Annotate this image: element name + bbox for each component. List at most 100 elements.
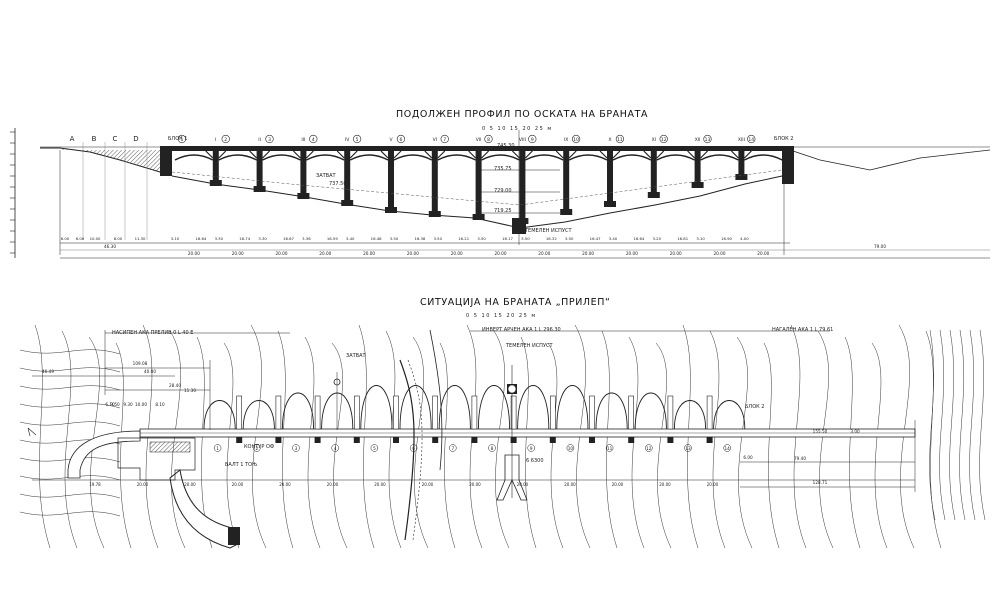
dim-row1-value: 16.21 bbox=[458, 236, 469, 241]
profile-pier bbox=[212, 151, 219, 184]
plan-dim-left: 8.10 bbox=[155, 402, 165, 407]
profile-pier bbox=[431, 151, 438, 215]
pier-footing bbox=[560, 209, 573, 215]
abutment-letter-D: D bbox=[133, 135, 138, 143]
plan-dim-bottom: 20.00 bbox=[279, 482, 291, 487]
abutment-letter-B: B bbox=[92, 135, 97, 143]
profile-pier bbox=[738, 151, 745, 178]
dim-row2-value: 20.00 bbox=[714, 251, 726, 256]
pier-footing bbox=[428, 211, 441, 217]
dim-row1-value: 3.50 bbox=[565, 236, 574, 241]
contour-line bbox=[898, 324, 915, 549]
profile-arch bbox=[744, 154, 783, 161]
profile-pier bbox=[607, 151, 613, 205]
dim-row1-value: 16.32 bbox=[546, 236, 557, 241]
plan-arch-number: 12 bbox=[646, 446, 652, 451]
block-left-label: БЛОК 1 bbox=[168, 136, 188, 142]
plan-buttress-foot bbox=[432, 437, 439, 443]
arch-number: 2 bbox=[224, 137, 227, 143]
dim-row2-value: 20.00 bbox=[538, 251, 550, 256]
dim-row1-value: 16.81 bbox=[677, 236, 688, 241]
dim-row2-value: 20.00 bbox=[670, 251, 682, 256]
plan-buttress bbox=[471, 395, 478, 430]
profile-arch bbox=[700, 154, 739, 161]
plan-buttress-foot bbox=[706, 437, 713, 443]
plan-arch-marker bbox=[331, 444, 339, 452]
dim-row1-value: 16.64 bbox=[633, 236, 644, 241]
contour-line bbox=[19, 367, 121, 373]
arch-number: 4 bbox=[312, 137, 315, 143]
pier-numeral: IV bbox=[345, 137, 350, 143]
plan-arch-number: 1 bbox=[216, 446, 219, 451]
elevation-3: 719.25 bbox=[494, 208, 512, 214]
contour-line bbox=[871, 342, 888, 549]
dim-row1-value: 3.30 bbox=[258, 236, 267, 241]
plan-dim-bottom: 20.00 bbox=[659, 482, 671, 487]
contour-line bbox=[19, 349, 121, 355]
arch-number: 7 bbox=[443, 137, 446, 143]
dim-row1-value: 8.00 bbox=[114, 236, 123, 241]
plan-buttress-foot bbox=[275, 437, 282, 443]
contour-line bbox=[929, 329, 936, 521]
dim-row1-value: 16.48 bbox=[371, 236, 382, 241]
plan-arch-marker bbox=[253, 444, 261, 452]
plan-arch-number: 7 bbox=[451, 446, 454, 451]
dim-row2-value: 20.00 bbox=[495, 251, 507, 256]
profile-arch bbox=[437, 154, 476, 161]
plan-dim-bottom: 20.00 bbox=[137, 482, 149, 487]
plan-dim-left: 6.10 bbox=[105, 402, 115, 407]
plan-arch-number: 2 bbox=[255, 446, 258, 451]
dim-row1-value: 16.74 bbox=[239, 236, 250, 241]
profile-pier bbox=[256, 151, 263, 190]
plan-buttresses bbox=[236, 395, 713, 443]
profile-title: ПОДОЛЖЕН ПРОФИЛ ПО ОСКАТА НА БРАНАТА bbox=[396, 109, 649, 120]
dim-row1-value: 6.00 bbox=[61, 236, 70, 241]
dim-row1-value: 3.30 bbox=[215, 236, 224, 241]
dim-row2-value: 20.00 bbox=[188, 251, 200, 256]
profile-arch bbox=[568, 154, 608, 161]
contour-line bbox=[979, 329, 986, 521]
plan-buttress-foot bbox=[667, 437, 674, 443]
plan-arch-number: 10 bbox=[568, 446, 574, 451]
plan-arch bbox=[281, 392, 315, 430]
plan-buttress-foot bbox=[353, 437, 360, 443]
pier-numeral: XII bbox=[695, 137, 701, 143]
pier-footing bbox=[341, 200, 354, 206]
plan-right-axis-label: НАГАЛЕН АКА 1 L 79.61 bbox=[772, 327, 834, 333]
profile-pier bbox=[650, 151, 657, 196]
plan-dim-left: 9.50 bbox=[110, 402, 120, 407]
contour-line bbox=[19, 493, 121, 499]
plan-buttress-foot bbox=[628, 437, 635, 443]
contour-line bbox=[412, 336, 429, 549]
plan-dim-bottom: 19.78 bbox=[89, 482, 101, 487]
plan-arch-marker bbox=[645, 444, 653, 452]
plan-dim-left: 109.08 bbox=[133, 361, 148, 366]
plan-dim-left: 11.30 bbox=[184, 388, 196, 393]
dim-row1-value: 16.59 bbox=[327, 236, 338, 241]
plan-buttress bbox=[353, 395, 360, 430]
contour-line bbox=[19, 385, 121, 391]
contour-line bbox=[142, 324, 159, 549]
plan-arch-marker bbox=[292, 444, 300, 452]
plan-arch bbox=[556, 385, 589, 430]
plan-arch bbox=[477, 385, 511, 430]
arch-marker bbox=[484, 134, 493, 144]
pier-numeral: I bbox=[215, 137, 216, 143]
plan-outlet-label: ТЕМЕЛЕН ИСПУСТ bbox=[506, 343, 553, 349]
elevation-2: 729.00 bbox=[494, 188, 512, 194]
dim-row1-value: 16.67 bbox=[283, 236, 294, 241]
dim-row2-value: 79.00 bbox=[874, 244, 886, 249]
plan-arch bbox=[399, 385, 432, 430]
arch-number: 13 bbox=[705, 137, 711, 143]
plan-arch-number: 8 bbox=[491, 446, 494, 451]
profile-arch bbox=[656, 154, 695, 161]
foundation-line bbox=[171, 175, 783, 229]
contour-line bbox=[358, 324, 375, 549]
arch-marker bbox=[659, 134, 668, 144]
dim-row2-value: 20.00 bbox=[757, 251, 769, 256]
plan-dim-bottom: 20.00 bbox=[564, 482, 576, 487]
plan-dim-bottom: 20.00 bbox=[422, 482, 434, 487]
